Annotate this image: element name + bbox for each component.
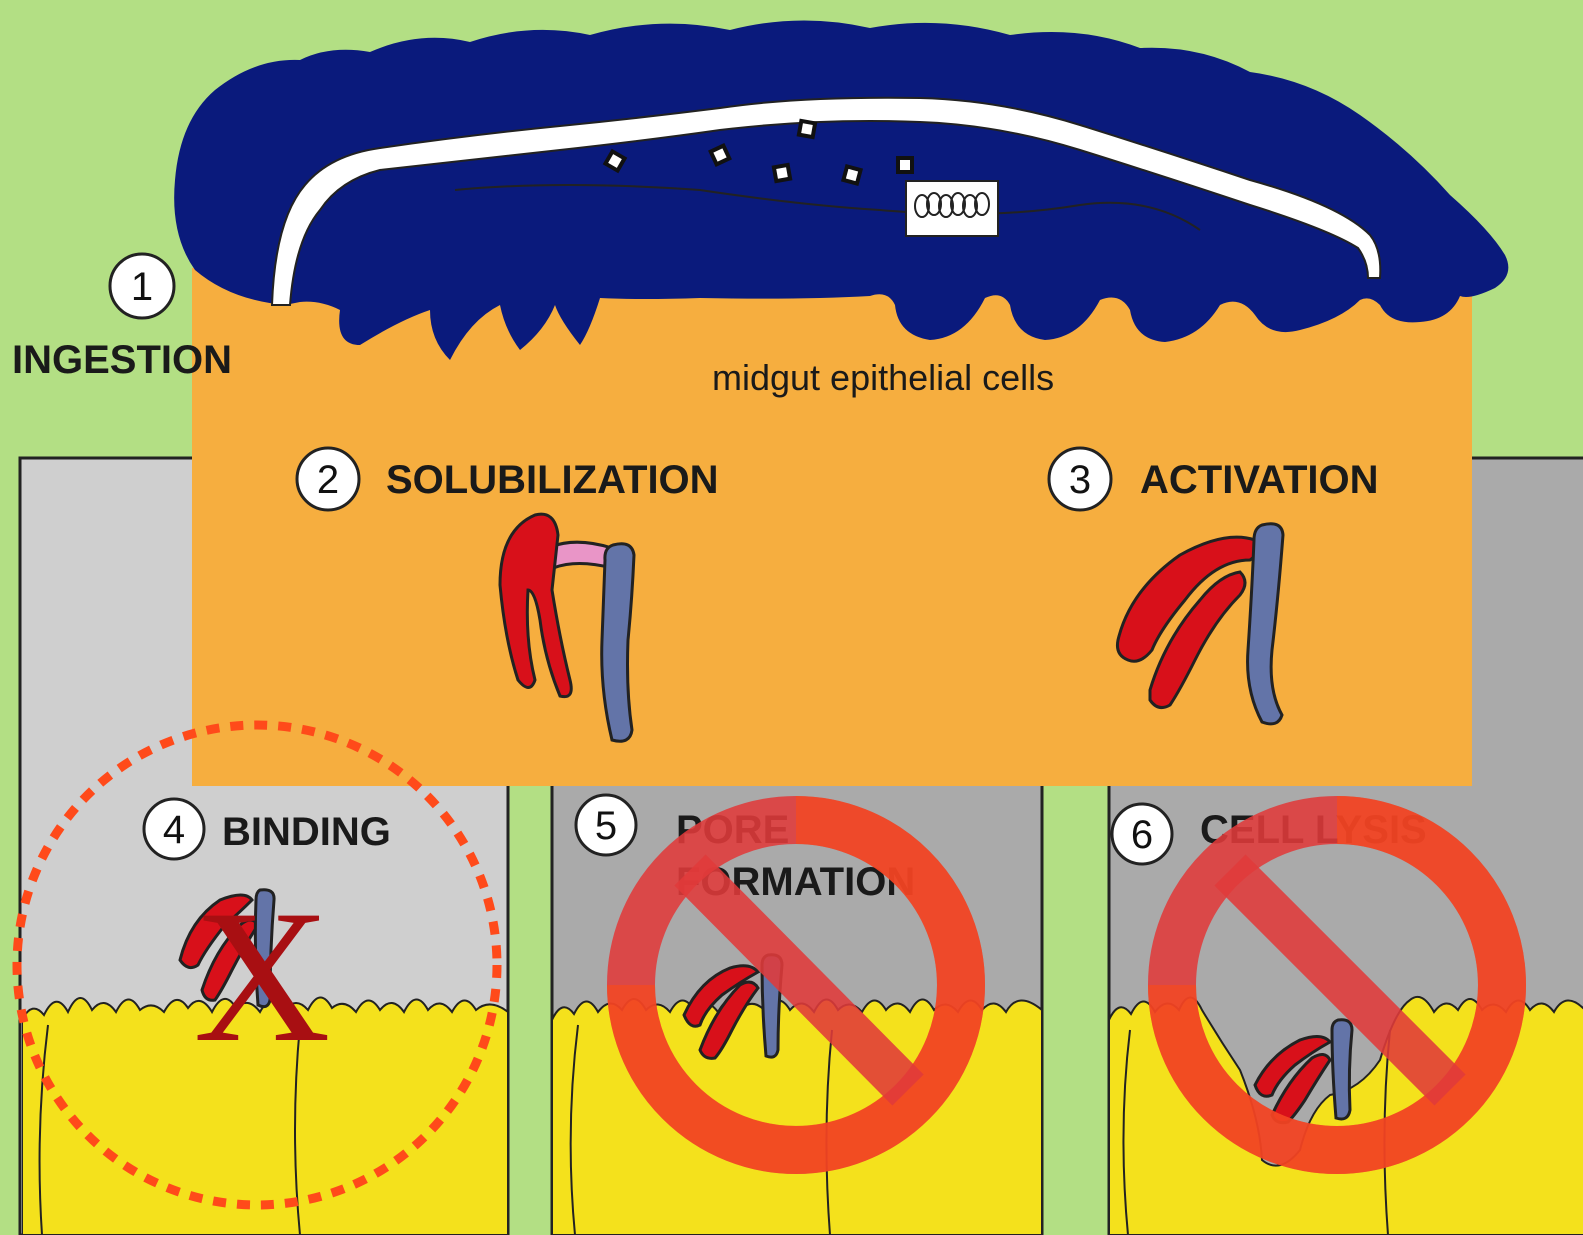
midgut-label: midgut epithelial cells	[712, 357, 1054, 398]
binding-x-mark: X	[193, 872, 330, 1082]
step-5-number: 5	[595, 804, 617, 848]
step-2-label: SOLUBILIZATION	[386, 458, 719, 502]
step-4-label: BINDING	[222, 810, 391, 854]
step-3-activation: 3 ACTIVATION	[1049, 448, 1379, 510]
step-3-number: 3	[1069, 458, 1091, 502]
spore-box	[906, 181, 998, 236]
step-1-label: INGESTION	[12, 338, 232, 382]
step-2-number: 2	[317, 458, 339, 502]
step-6-number: 6	[1131, 813, 1153, 857]
step-4-number: 4	[163, 808, 185, 852]
step-1-number: 1	[131, 265, 153, 309]
step-3-label: ACTIVATION	[1140, 458, 1379, 502]
